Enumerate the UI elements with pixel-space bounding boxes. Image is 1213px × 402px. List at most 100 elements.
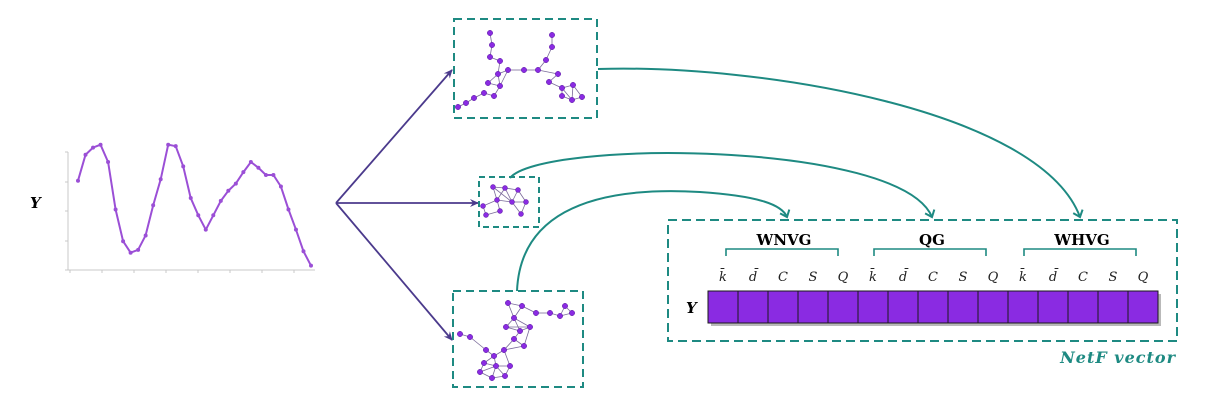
network-node (487, 30, 493, 36)
series-point (271, 172, 276, 177)
network-node (546, 79, 552, 85)
vector-cell (707, 290, 739, 324)
network-node (489, 42, 495, 48)
bracket-qg (873, 248, 987, 256)
curve-top-to-whvg (597, 67, 1084, 219)
network-node (509, 199, 515, 205)
series-line (77, 143, 312, 267)
network-node (457, 331, 463, 337)
network-node (491, 93, 497, 99)
series-point (136, 247, 141, 252)
network-node (511, 315, 517, 321)
series-point (301, 249, 306, 254)
group-title-qg: QG (919, 231, 945, 249)
feature-curves (509, 67, 1084, 292)
network-node (463, 100, 469, 106)
network-node (485, 80, 491, 86)
network-node (519, 303, 525, 309)
network-node (521, 67, 527, 73)
network-node (502, 185, 508, 191)
group-title-wnvg: WNVG (755, 231, 811, 249)
series-point (203, 227, 208, 232)
series-point (263, 172, 268, 177)
feature-label: S (1109, 270, 1118, 285)
series-point (173, 144, 178, 149)
bracket-whvg (1023, 248, 1137, 256)
series-point (256, 165, 261, 170)
network-graph-middle (480, 184, 529, 218)
network-edge (523, 326, 531, 347)
fanout-arrows (335, 69, 479, 341)
feature-label: S (959, 270, 968, 285)
network-graph-bottom (457, 300, 575, 381)
bracket-wnvg (725, 248, 839, 256)
network-node (511, 336, 517, 342)
network-box-bottom (452, 290, 584, 388)
vector-cell (1067, 290, 1099, 324)
network-node (557, 313, 563, 319)
network-node (533, 310, 539, 316)
network-node (483, 212, 489, 218)
series-point (106, 160, 111, 164)
network-node (549, 32, 555, 38)
network-node (559, 93, 565, 99)
network-edge (469, 336, 487, 351)
arrow-to-whvg (335, 202, 453, 341)
time-series-plot: Y (30, 142, 315, 273)
network-box-middle (478, 176, 540, 228)
netf-vector-panel: WNVG QG WHVG k̄ d̄ C S Q k̄ d̄ C S Q k̄ … (667, 219, 1178, 367)
series-point (218, 198, 223, 203)
series-point (188, 196, 193, 200)
network-node (480, 203, 486, 209)
network-node (515, 187, 521, 193)
network-edge (537, 69, 559, 75)
feature-label: C (928, 270, 938, 285)
series-point (248, 160, 253, 164)
network-node (502, 373, 508, 379)
vector-cells (707, 290, 1159, 324)
network-node (503, 324, 509, 330)
series-point (158, 177, 163, 182)
series-point (196, 213, 201, 218)
feature-label: S (809, 270, 818, 285)
network-node (521, 343, 527, 349)
netf-vector-frame (667, 219, 1178, 342)
vector-cell (857, 290, 889, 324)
network-node (493, 363, 499, 369)
network-node (497, 208, 503, 214)
series-point (83, 152, 88, 157)
network-node (517, 328, 523, 334)
curve-bottom-to-wnvg (516, 190, 791, 292)
axis-ticks (65, 151, 295, 273)
network-node (477, 369, 483, 375)
vector-cell (1127, 290, 1159, 324)
network-node (471, 95, 477, 101)
feature-label: C (778, 270, 788, 285)
series-point (98, 142, 103, 147)
network-box-top (453, 18, 598, 119)
network-node (491, 353, 497, 359)
series-point (166, 142, 171, 147)
network-frame-middle (478, 176, 540, 228)
network-node (467, 334, 473, 340)
feature-label: Q (1138, 270, 1149, 285)
vector-cell (917, 290, 949, 324)
network-node (505, 300, 511, 306)
network-edge (503, 345, 525, 351)
group-title-whvg: WHVG (1053, 231, 1109, 249)
vector-cell (1007, 290, 1039, 324)
feature-label: C (1078, 270, 1088, 285)
feature-label: d̄ (1049, 268, 1059, 285)
network-node (507, 363, 513, 369)
network-node (527, 324, 533, 330)
network-node (481, 90, 487, 96)
vector-cell (1097, 290, 1129, 324)
series-point (113, 207, 118, 212)
network-node (490, 184, 496, 190)
network-node (483, 347, 489, 353)
network-node (501, 347, 507, 353)
series-point (293, 227, 298, 232)
network-node (523, 199, 529, 205)
curve-middle-to-qg (509, 152, 936, 219)
network-node (569, 97, 575, 103)
